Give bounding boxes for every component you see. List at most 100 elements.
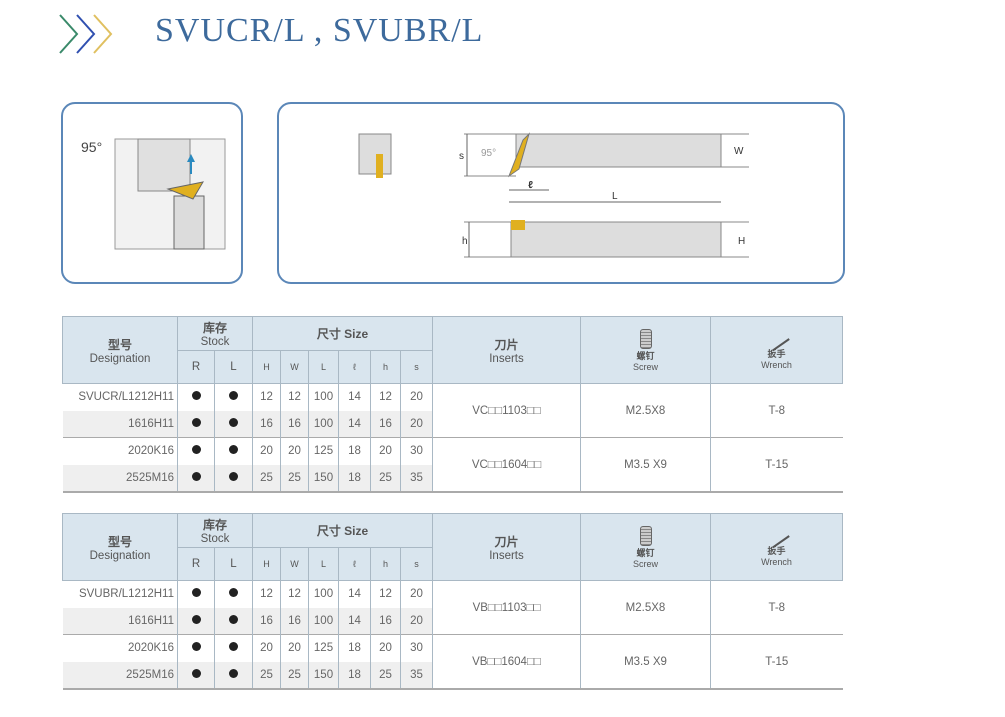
stock-col-R: R	[177, 547, 215, 581]
in-stock-dot	[191, 445, 201, 455]
size-cell: 20	[252, 634, 281, 662]
designation-cell: 2020K16	[62, 634, 178, 662]
svg-text:s: s	[459, 151, 464, 162]
size-cell: 100	[308, 607, 339, 635]
size-cell: 14	[338, 607, 371, 635]
size-cell: 16	[252, 607, 281, 635]
size-cell: 20	[400, 580, 433, 608]
designation-cell: 2525M16	[62, 661, 178, 689]
size-cell: 12	[280, 383, 309, 411]
size-cell: 12	[252, 580, 281, 608]
in-stock-dot	[229, 614, 238, 624]
stock-R-cell	[177, 634, 215, 662]
screw-cell: M3.5 X9	[580, 634, 711, 689]
svg-text:h: h	[462, 236, 468, 247]
size-cell: 35	[400, 464, 433, 492]
size-header: 尺寸 Size	[252, 513, 433, 548]
stock-R-cell	[177, 383, 215, 411]
stock-R-cell	[177, 580, 215, 608]
size-cell: 35	[400, 661, 433, 689]
size-cell: 12	[252, 383, 281, 411]
page-title: SVUCR/L , SVUBR/L	[155, 12, 484, 49]
size-cell: 30	[400, 437, 433, 465]
size-cell: 16	[370, 607, 401, 635]
size-col: s	[400, 350, 433, 384]
svg-text:95°: 95°	[481, 148, 496, 159]
size-cell: 18	[338, 661, 371, 689]
stock-L-cell	[214, 383, 253, 411]
size-cell: 14	[338, 383, 371, 411]
stock-L-cell	[214, 580, 253, 608]
size-cell: 12	[370, 580, 401, 608]
size-cell: 125	[308, 437, 339, 465]
angle-label: 95°	[81, 139, 102, 155]
size-cell: 100	[308, 580, 339, 608]
stock-R-cell	[177, 410, 215, 438]
stock-L-cell	[214, 437, 253, 465]
size-col: W	[280, 547, 309, 581]
stock-col-L: L	[214, 547, 253, 581]
designation-cell: 1616H11	[62, 410, 178, 438]
wrench-cell: T-8	[710, 580, 843, 635]
size-cell: 20	[252, 437, 281, 465]
designation-cell: SVUBR/L1212H11	[62, 580, 178, 608]
svg-text:L: L	[612, 191, 618, 202]
size-col: H	[252, 350, 281, 384]
in-stock-dot	[229, 445, 238, 455]
size-cell: 20	[400, 410, 433, 438]
stock-R-cell	[177, 607, 215, 635]
insert-cell: VC□□1103□□	[432, 383, 581, 438]
svg-text:ℓ: ℓ	[528, 180, 533, 191]
size-col: h	[370, 350, 401, 384]
in-stock-dot	[229, 668, 238, 678]
size-cell: 20	[370, 437, 401, 465]
designation-cell: 2020K16	[62, 437, 178, 465]
in-stock-dot	[229, 391, 238, 401]
stock-L-cell	[214, 607, 253, 635]
stock-col-L: L	[214, 350, 253, 384]
tool-dimension-drawing: s 95° W ℓ L h H	[358, 132, 749, 258]
size-cell: 12	[280, 580, 309, 608]
size-col: ℓ	[338, 547, 371, 581]
in-stock-dot	[191, 642, 201, 652]
size-cell: 16	[280, 410, 309, 438]
size-cell: 14	[338, 410, 371, 438]
in-stock-dot	[191, 417, 201, 427]
size-header: 尺寸 Size	[252, 316, 433, 351]
screw-cell: M3.5 X9	[580, 437, 711, 492]
screw-icon	[639, 525, 652, 546]
size-cell: 20	[400, 607, 433, 635]
size-cell: 18	[338, 634, 371, 662]
size-col: h	[370, 547, 401, 581]
stock-L-cell	[214, 634, 253, 662]
size-col: W	[280, 350, 309, 384]
in-stock-dot	[191, 614, 201, 624]
dimension-diagram-panel: s 95° W ℓ L h H	[277, 102, 845, 284]
size-cell: 125	[308, 634, 339, 662]
size-col: s	[400, 547, 433, 581]
designation-cell: SVUCR/L1212H11	[62, 383, 178, 411]
size-cell: 150	[308, 464, 339, 492]
wrench-cell: T-8	[710, 383, 843, 438]
stock-R-cell	[177, 464, 215, 492]
turning-operation-diagram: 95°	[81, 138, 226, 250]
designation-cell: 1616H11	[62, 607, 178, 635]
insert-cell: VC□□1604□□	[432, 437, 581, 492]
size-cell: 18	[338, 464, 371, 492]
designation-cell: 2525M16	[62, 464, 178, 492]
stock-R-cell	[177, 661, 215, 689]
size-cell: 16	[280, 607, 309, 635]
insert-cell: VB□□1103□□	[432, 580, 581, 635]
wrench-cell: T-15	[710, 437, 843, 492]
